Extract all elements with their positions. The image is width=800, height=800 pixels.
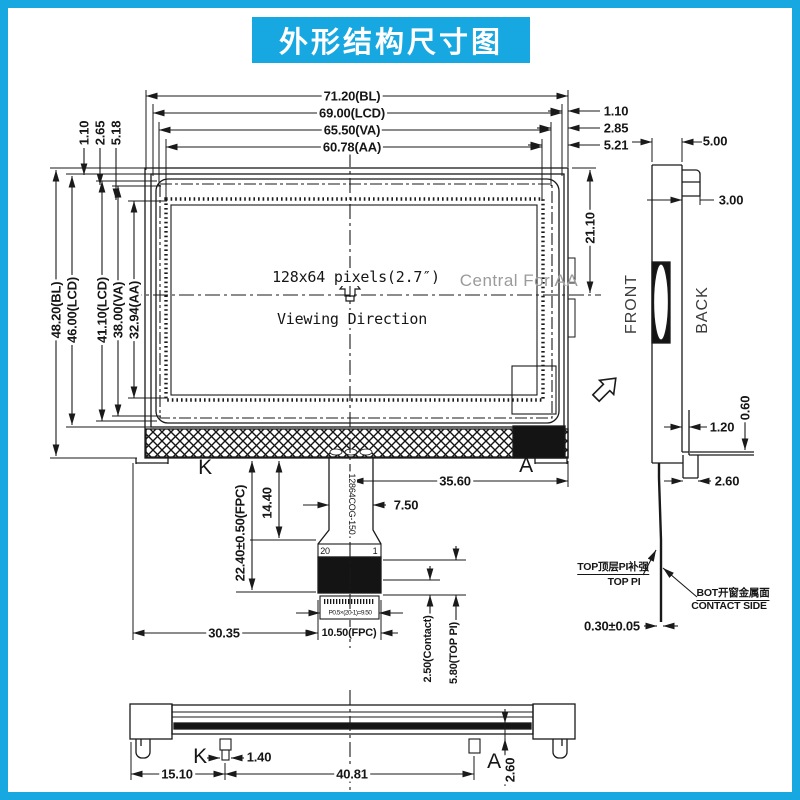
pitch-note-label: P0.5×(20-1)=9.50 <box>326 609 374 617</box>
central-aa-watermark: Central For AA <box>459 271 579 290</box>
pin-20-label: 20 <box>320 546 330 556</box>
top-pi-en-label: TOP PI <box>607 576 641 588</box>
dim-gap-va: 2.85 <box>603 120 629 136</box>
dim-va-width: 65.50(VA) <box>321 122 383 138</box>
dim-fpc-length: 22.40±0.50(FPC) <box>232 484 248 582</box>
bottom-cathode-label: K <box>193 745 207 768</box>
dim-fpc-offset: 30.35 <box>206 625 242 641</box>
viewing-direction-label: Viewing Direction <box>274 310 430 328</box>
dim-fpc-width: 10.50(FPC) <box>319 627 379 639</box>
dim-aa-width: 60.78(AA) <box>320 139 384 155</box>
dim-fpc-tail: 14.40 <box>259 487 275 519</box>
back-side-label: BACK <box>694 286 711 334</box>
dim-contact-area: 2.50(Contact) <box>422 613 434 685</box>
dim-step: 0.60 <box>737 393 753 423</box>
part-number-label: 12864COG-150 <box>347 471 357 537</box>
dim-gap-lcd: 1.10 <box>603 103 629 119</box>
dim-gap-top-aa: 5.18 <box>108 120 124 146</box>
dim-foot: 2.60 <box>714 473 740 489</box>
dim-pin-width: 1.40 <box>246 749 272 765</box>
dim-bl-height: 48.20(BL) <box>48 279 64 341</box>
dim-fpc-thickness: 0.30±0.05 <box>582 618 642 634</box>
dim-thickness: 5.00 <box>702 133 728 149</box>
dim-fpc-neck: 7.50 <box>393 497 419 513</box>
dim-bl-width: 71.20(BL) <box>321 88 383 104</box>
cathode-label: K <box>198 456 212 479</box>
bot-window-cn-label: BOT开窗金属面 <box>696 587 770 601</box>
dim-gap-top-va: 2.65 <box>92 120 108 146</box>
contact-side-label: CONTACT SIDE <box>691 600 767 612</box>
dim-slot: 1.20 <box>709 419 735 435</box>
dim-lcd-width: 69.00(LCD) <box>317 105 387 121</box>
dim-lcd-height: 46.00(LCD) <box>64 275 80 345</box>
dim-gap-top-lcd: 1.10 <box>76 120 92 146</box>
dim-fpc-to-edge: 35.60 <box>437 473 473 489</box>
dim-va-height: 38.00(VA) <box>110 279 126 341</box>
top-pi-cn-label: TOP顶层PI补强 <box>577 561 649 575</box>
dim-pin-length: 2.60 <box>502 755 518 785</box>
dim-pin-span: 40.81 <box>334 766 370 782</box>
pin-1-label: 1 <box>372 546 378 556</box>
dim-k-offset: 15.10 <box>159 766 195 782</box>
dim-aa-height: 32.94(AA) <box>126 278 142 342</box>
resolution-label: 128x64 pixels(2.7″) <box>270 268 442 286</box>
front-side-label: FRONT <box>623 273 640 335</box>
dim-top-pi-area: 5.80(TOP PI) <box>448 620 460 686</box>
bottom-anode-label: A <box>487 750 501 773</box>
dim-tab: 3.00 <box>718 192 744 208</box>
anode-label: A <box>519 454 533 477</box>
dim-gap-aa: 5.21 <box>603 137 629 153</box>
page-title: 外形结构尺寸图 <box>252 17 530 63</box>
dim-center-offset: 21.10 <box>582 210 598 246</box>
dim-lcd2-height: 41.10(LCD) <box>94 275 110 345</box>
